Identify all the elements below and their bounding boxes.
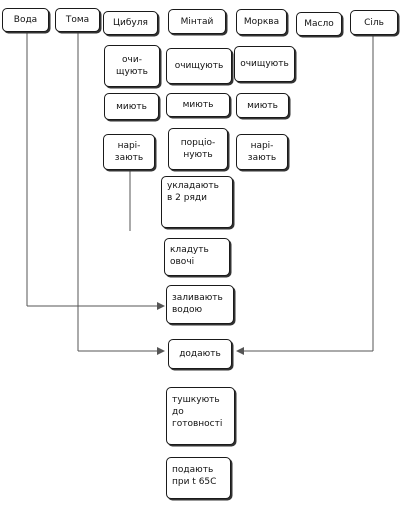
step-add-label: додають — [179, 349, 221, 359]
step-carrot-wash-label: миють — [247, 100, 278, 111]
step-carrot-cut: нарі- зають — [236, 134, 288, 170]
ingredient-toma: Тома — [55, 8, 100, 32]
arrowhead-sil — [236, 347, 244, 355]
step-layer: укладають в 2 ряди — [161, 176, 233, 228]
step-onion-cut: нарі- зають — [103, 134, 155, 170]
ingredient-maslo: Масло — [296, 12, 342, 36]
step-carrot-cut-label: нарі- зають — [247, 141, 277, 163]
step-onion-clean-label: очи- щують — [116, 55, 148, 77]
step-serve-label: подають при t 65С — [172, 465, 217, 487]
step-fish-wash-label: миють — [182, 100, 214, 110]
step-fish-portion-label: порціо- нують — [180, 138, 216, 160]
ingredient-morkva: Морква — [236, 9, 287, 35]
step-stew-label: тушкують до готовності — [172, 395, 223, 429]
step-carrot-wash: миють — [236, 93, 289, 118]
step-onion-clean: очи- щують — [104, 45, 160, 87]
step-pour-water-label: заливають водою — [172, 293, 223, 315]
step-fish-portion: порціо- нують — [168, 128, 228, 170]
step-serve: подають при t 65С — [166, 457, 231, 499]
ingredient-sil: Сіль — [350, 10, 398, 35]
step-fish-clean-label: очищують — [174, 61, 224, 71]
arrowhead-toma — [157, 347, 165, 355]
step-add: додають — [168, 339, 232, 369]
step-onion-wash-label: миють — [116, 101, 147, 112]
step-stew: тушкують до готовності — [166, 387, 235, 445]
ingredient-mintai: Мінтай — [168, 9, 226, 34]
step-carrot-clean-label: очищують — [240, 59, 289, 69]
step-layer-label: укладають в 2 ряди — [167, 181, 219, 203]
ingredient-tsybulia-label: Цибуля — [113, 18, 148, 28]
ingredient-toma-label: Тома — [65, 15, 90, 25]
ingredient-sil-label: Сіль — [364, 17, 384, 28]
step-carrot-clean: очищують — [234, 46, 295, 82]
step-add-vegetables-label: кладуть овочі — [170, 245, 209, 267]
ingredient-mintai-label: Мінтай — [180, 16, 214, 27]
ingredient-voda-label: Вода — [13, 15, 38, 25]
step-add-vegetables: кладуть овочі — [164, 238, 230, 276]
step-onion-cut-label: нарі- зають — [114, 141, 144, 163]
ingredient-morkva-label: Морква — [243, 17, 280, 27]
ingredient-tsybulia: Цибуля — [103, 11, 158, 35]
step-fish-wash: миють — [166, 93, 230, 117]
step-fish-clean: очищують — [166, 48, 232, 84]
ingredient-maslo-label: Масло — [304, 19, 334, 29]
step-onion-wash: миють — [104, 93, 159, 120]
ingredient-voda: Вода — [2, 8, 49, 32]
arrowhead-voda — [157, 302, 165, 310]
step-pour-water: заливають водою — [166, 285, 234, 324]
